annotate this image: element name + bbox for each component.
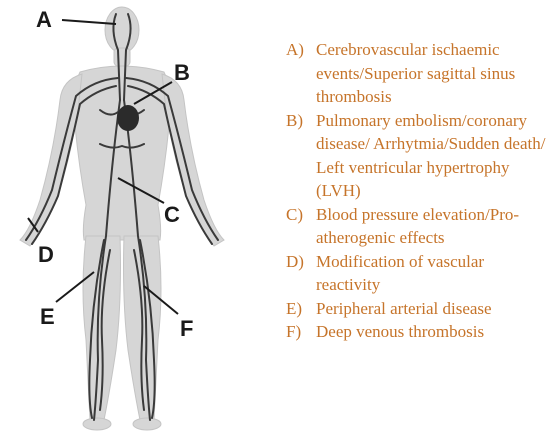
legend-item-b: B) Pulmonary embolism/coronary disease/ …	[286, 109, 548, 203]
callout-c: C	[164, 202, 180, 227]
callout-e: E	[40, 304, 55, 329]
legend-text: Cerebrovascular ischaemic events/Superio…	[316, 40, 516, 106]
callout-f: F	[180, 316, 193, 341]
legend-key: C)	[286, 204, 303, 224]
legend-key: D)	[286, 251, 304, 271]
legend-key: A)	[286, 40, 304, 59]
callout-lines	[27, 19, 179, 315]
legend-key: F)	[286, 322, 302, 341]
legend-item-f: F) Deep venous thrombosis	[286, 320, 548, 344]
legend-text: Deep venous thrombosis	[316, 322, 485, 341]
legend-item-c: C) Blood pressure elevation/Pro-atheroge…	[286, 203, 548, 250]
legend-item-a: A) Cerebrovascular ischaemic events/Supe…	[286, 38, 548, 109]
legend-text: Blood pressure elevation/Pro-atherogenic…	[316, 204, 520, 248]
human-body-diagram: A B C D E F	[19, 6, 225, 431]
circulatory-system-figure: A B C D E F	[0, 0, 270, 438]
callout-a: A	[36, 7, 52, 32]
legend-text: Modification of vascular reactivity	[316, 251, 485, 295]
legend-text: Peripheral arterial disease	[316, 298, 492, 318]
heart-icon	[117, 105, 139, 131]
callout-b: B	[174, 60, 190, 85]
callout-d: D	[38, 242, 54, 267]
body-silhouette	[19, 6, 225, 431]
legend-item-e: E) Peripheral arterial disease	[286, 297, 548, 321]
legend-list: A) Cerebrovascular ischaemic events/Supe…	[286, 38, 548, 344]
legend-item-d: D) Modification of vascular reactivity	[286, 250, 548, 297]
legend-key: B)	[286, 110, 303, 130]
legend-text: Pulmonary embolism/coronary disease/ Arr…	[316, 110, 546, 201]
legend-key: E)	[286, 298, 303, 318]
